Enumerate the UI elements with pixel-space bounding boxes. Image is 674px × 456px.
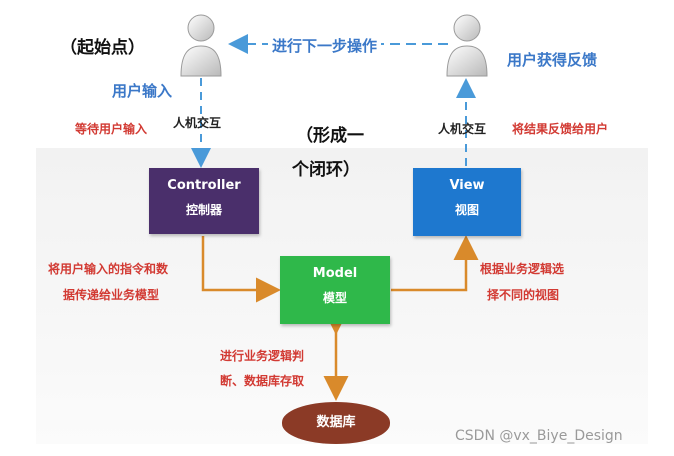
model-db-line1: 进行业务逻辑判 xyxy=(220,349,305,363)
controller-to-model-arrow xyxy=(201,236,281,303)
closed-loop-line1: （形成一 xyxy=(296,126,364,146)
hci-right-label: 人机交互 xyxy=(438,122,487,136)
model-cn-label: 模型 xyxy=(322,291,347,305)
closed-loop-line2: 个闭环） xyxy=(292,160,360,180)
user-feedback-label: 用户获得反馈 xyxy=(507,51,598,69)
hci-left-label: 人机交互 xyxy=(173,116,222,130)
view-box: View 视图 xyxy=(413,168,521,236)
model-box: Model 模型 xyxy=(280,256,390,324)
user-icon-right xyxy=(446,14,488,77)
controller-label: Controller xyxy=(167,178,241,193)
feedback-result-label: 将结果反馈给用户 xyxy=(512,122,609,136)
model-db-line2: 断、数据库存取 xyxy=(220,374,305,388)
watermark: CSDN @vx_Biye_Design xyxy=(455,428,623,444)
view-cn-label: 视图 xyxy=(454,203,479,217)
controller-to-model-line2: 据传递给业务模型 xyxy=(63,288,160,302)
database-cylinder: 数据库 xyxy=(282,402,390,444)
next-step-label: 进行下一步操作 xyxy=(268,35,382,56)
user-input-label: 用户输入 xyxy=(112,82,173,100)
model-to-view-line2: 择不同的视图 xyxy=(487,288,560,302)
start-point-label: （起始点） xyxy=(60,38,145,58)
model-to-view-line1: 根据业务逻辑选 xyxy=(480,262,565,276)
model-label: Model xyxy=(312,266,358,281)
model-to-view-arrow xyxy=(391,235,479,292)
view-label: View xyxy=(449,178,485,193)
user-icon-left xyxy=(180,14,222,77)
controller-to-model-line1: 将用户输入的指令和数 xyxy=(48,262,169,276)
controller-box: Controller 控制器 xyxy=(149,168,259,234)
controller-cn-label: 控制器 xyxy=(185,203,222,217)
waiting-input-label: 等待用户输入 xyxy=(75,122,148,136)
